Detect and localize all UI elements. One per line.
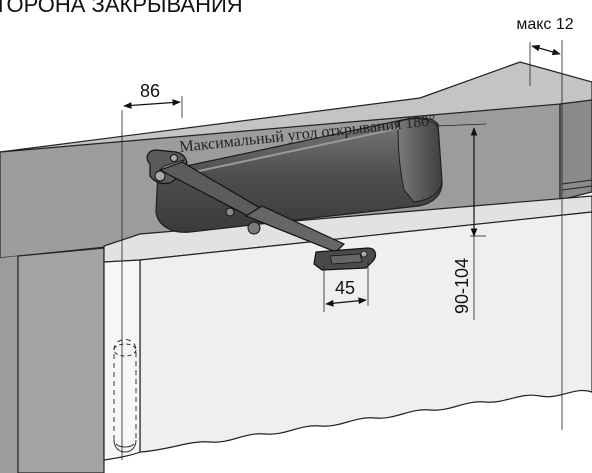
door-bolt-outline	[113, 339, 137, 453]
closer-highlight	[165, 127, 401, 179]
dimension-45: 45	[323, 262, 369, 312]
dim-86-line	[123, 99, 181, 109]
dim-45-label: 45	[335, 278, 355, 298]
dimension-90-104: 90-104	[435, 123, 487, 320]
dim-45-line	[325, 297, 367, 307]
header-title: ТОРОНА ЗАКРЫВАНИЯ	[0, 0, 243, 17]
dim-90-104-label: 90-104	[452, 258, 472, 314]
arm-middle-joint-bolt	[225, 207, 235, 217]
wall-left-front	[17, 247, 105, 473]
dim-12-line	[531, 44, 561, 56]
arm-pivot-screw	[154, 170, 166, 182]
frame-reveal	[561, 179, 592, 185]
door-face	[139, 211, 592, 453]
arm-middle-joint	[247, 221, 261, 235]
arm-shoe-clip	[329, 253, 363, 265]
arm-shoe-screw	[360, 250, 368, 258]
frame-side-face	[559, 99, 592, 201]
dimension-max-12: макс 12	[516, 16, 574, 430]
frame-reveal-2	[561, 185, 592, 191]
arm-main-link-top	[159, 159, 185, 171]
dimension-86: 86	[123, 81, 183, 118]
dim-86-label: 86	[140, 81, 160, 101]
closer-arm	[146, 149, 377, 271]
wall-left-jamb	[0, 256, 18, 473]
dim-max-12-label: макс 12	[516, 16, 573, 33]
closer-end-cap	[397, 118, 443, 203]
door-leaf	[103, 110, 592, 461]
arm-second-link	[244, 205, 346, 253]
arm-pivot-screw-2	[170, 154, 178, 162]
